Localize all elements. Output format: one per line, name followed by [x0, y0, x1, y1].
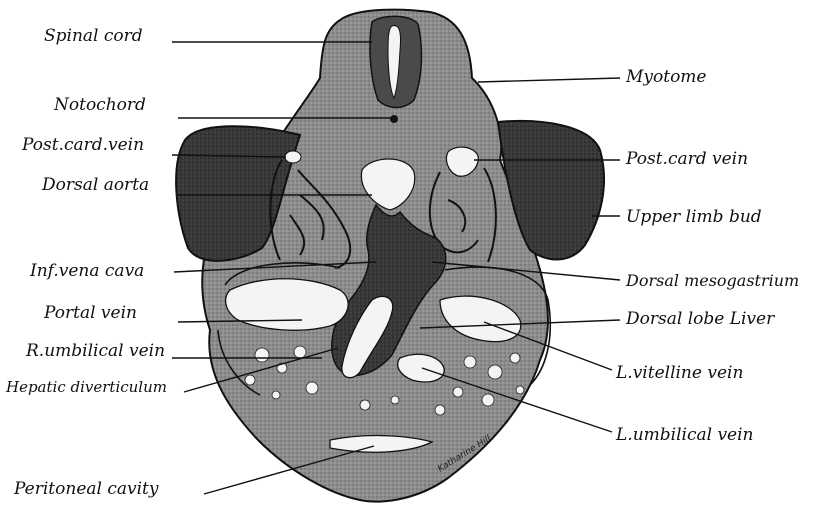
specimen: Katharine Hill — [176, 10, 604, 502]
label-l-vitelline-vein: L.vitelline vein — [615, 363, 743, 383]
label-post-card-vein-left: Post.card.vein — [21, 135, 144, 155]
label-peritoneal-cavity: Peritoneal cavity — [13, 479, 159, 499]
label-l-umbilical-vein: L.umbilical vein — [615, 425, 754, 445]
label-hepatic-diverticulum: Hepatic diverticulum — [5, 378, 167, 396]
portal-vein-shape — [226, 279, 349, 331]
label-post-card-vein-right: Post.card vein — [625, 149, 748, 169]
label-r-umbilical-vein: R.umbilical vein — [25, 341, 165, 361]
left-post-card-vein-shape — [285, 151, 301, 163]
label-inf-vena-cava: Inf.vena cava — [29, 261, 144, 281]
label-notochord: Notochord — [53, 95, 146, 115]
leader-myotome — [478, 78, 620, 82]
notochord-shape — [390, 115, 398, 123]
label-myotome: Myotome — [625, 67, 707, 87]
label-portal-vein: Portal vein — [43, 303, 137, 323]
label-dorsal-mesogastrium: Dorsal mesogastrium — [625, 271, 799, 290]
label-dorsal-lobe-liver: Dorsal lobe Liver — [625, 309, 775, 329]
label-upper-limb-bud: Upper limb bud — [626, 207, 762, 227]
label-dorsal-aorta: Dorsal aorta — [41, 175, 149, 195]
label-spinal-cord: Spinal cord — [44, 26, 143, 46]
